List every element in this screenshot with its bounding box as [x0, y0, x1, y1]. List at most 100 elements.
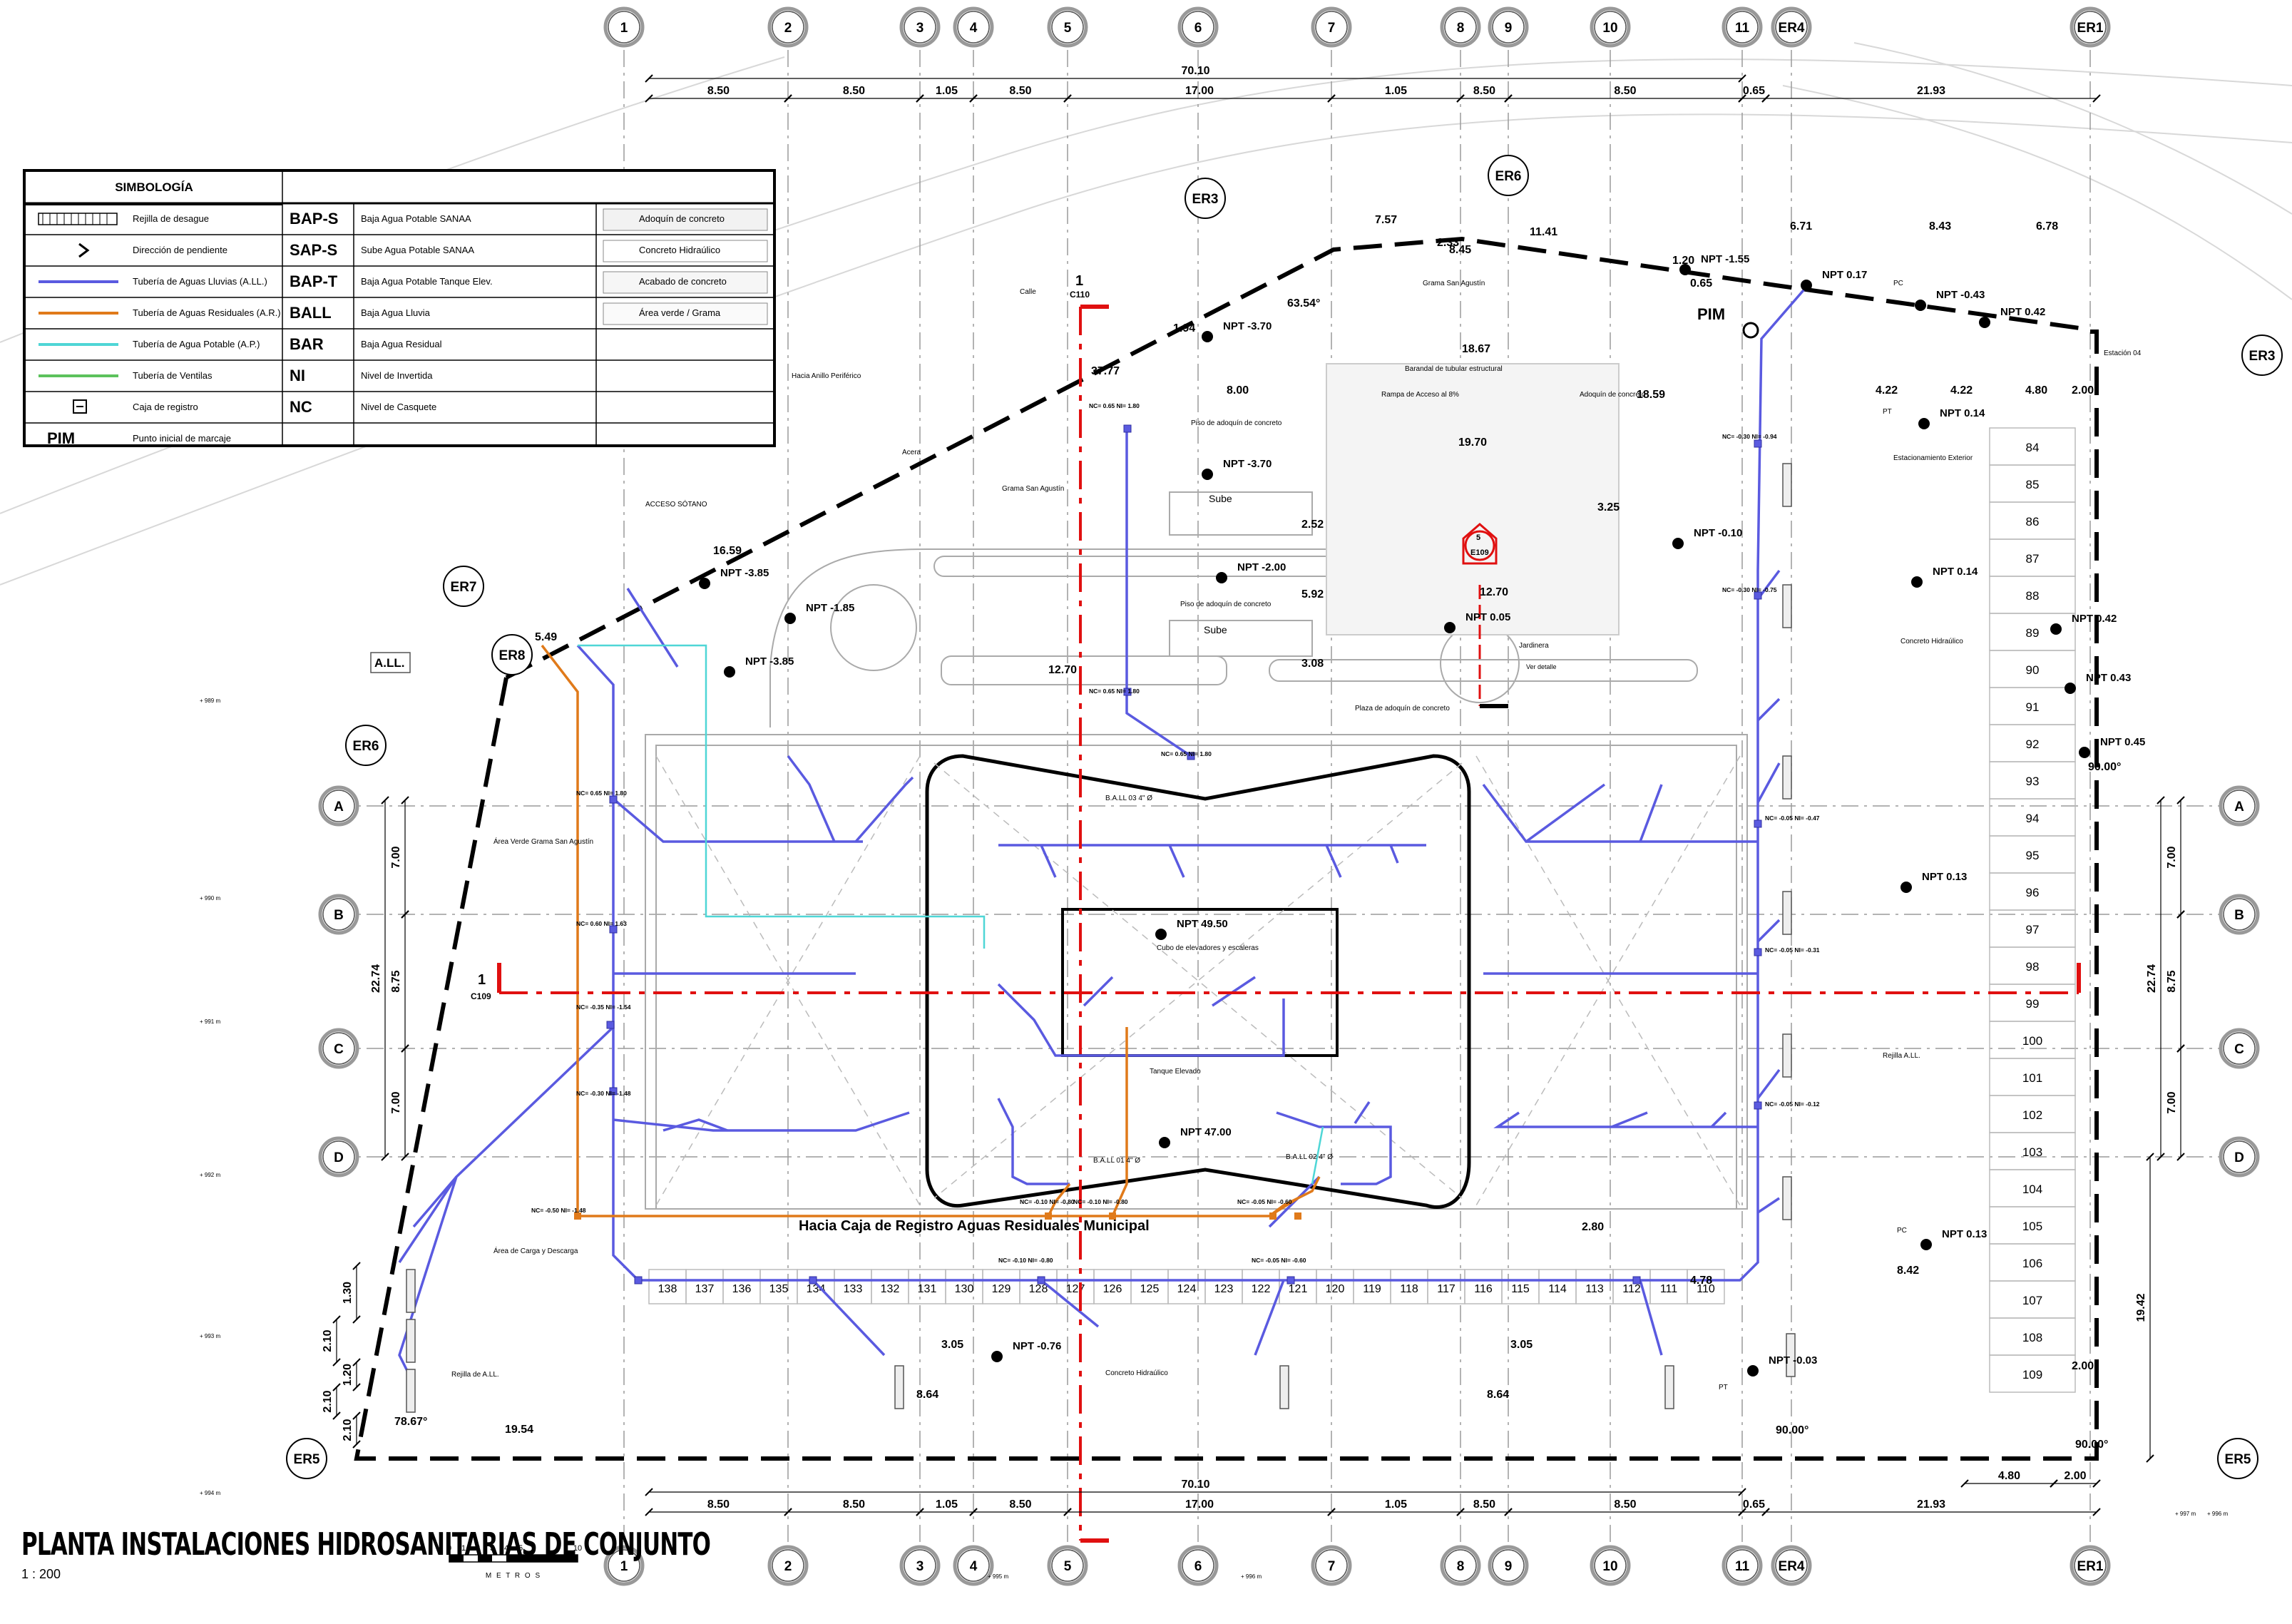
- level-marker-icon: [1444, 622, 1455, 633]
- legend-row-label: Rejilla de desague: [133, 213, 209, 224]
- plan-label: 1.20: [1672, 255, 1694, 267]
- dimension: 7.00: [2166, 1044, 2185, 1161]
- dimension: 22.74: [370, 796, 389, 1161]
- scale-tick: 3: [490, 1544, 494, 1553]
- level-marker-icon: [1155, 929, 1167, 940]
- plan-label: NC= -0.30 NI= -0.94: [1722, 433, 1777, 440]
- plan-label: Concreto Hidraúlico: [1900, 638, 1963, 645]
- parking-stall-number: 92: [2026, 737, 2040, 751]
- plan-label: 6.71: [1790, 220, 1812, 233]
- dimension: 2.10: [322, 1383, 341, 1420]
- plan-label: 8.43: [1929, 220, 1951, 233]
- svg-text:A: A: [334, 800, 344, 814]
- scale-tick: 2: [476, 1544, 480, 1553]
- plan-label: + 990 m: [200, 895, 220, 902]
- svg-text:0.65: 0.65: [1743, 85, 1765, 97]
- dimension: 2.10: [322, 1315, 341, 1367]
- building-outline: [645, 363, 1748, 1210]
- parking-stall-number: 85: [2026, 478, 2040, 491]
- svg-text:22.74: 22.74: [370, 964, 382, 993]
- plan-label: NC= -0.35 NI= -1.54: [576, 1003, 631, 1011]
- grid-bubble-col: 4: [953, 1545, 994, 1586]
- drain-grates: [406, 463, 1796, 1413]
- plan-label: PC: [1897, 1227, 1907, 1235]
- svg-text:ER7: ER7: [451, 580, 477, 595]
- plan-label: 90.00°: [2088, 761, 2121, 773]
- plan-label: NC= -0.05 NI= -0.31: [1765, 946, 1820, 954]
- plan-label: 4.22: [1876, 384, 1898, 397]
- dimension: 8.50: [1504, 85, 1746, 103]
- svg-text:8.50: 8.50: [843, 1498, 865, 1511]
- parking-stall-number: 128: [1029, 1283, 1048, 1295]
- svg-text:7.00: 7.00: [390, 1091, 402, 1113]
- svg-text:1.05: 1.05: [936, 1498, 958, 1511]
- rain-water-pipes: [398, 284, 1809, 1377]
- parking-stall-number: 126: [1103, 1283, 1122, 1295]
- level-marker-icon: [784, 613, 796, 624]
- plan-label: 2.80: [1582, 1221, 1604, 1233]
- svg-text:8: 8: [1457, 1559, 1465, 1574]
- svg-text:8.50: 8.50: [1009, 85, 1031, 97]
- grid-bubble-col: 8: [1440, 1545, 1481, 1586]
- svg-text:0.65: 0.65: [1743, 1498, 1765, 1511]
- svg-text:2.10: 2.10: [342, 1419, 354, 1441]
- legend-row-desc: Sube Agua Potable SANAA: [361, 245, 475, 255]
- parking-stall-number: 104: [2022, 1183, 2042, 1196]
- svg-text:ER5: ER5: [2225, 1452, 2251, 1467]
- plan-label: 8.42: [1897, 1265, 1919, 1277]
- parking-stall-number: 120: [1326, 1283, 1345, 1295]
- parking-stall-number: 96: [2026, 886, 2040, 899]
- plan-label: NPT 0.42: [2072, 613, 2117, 625]
- grid-bubble-row: C: [318, 1028, 359, 1069]
- grid-bubble-col: 11: [1721, 1545, 1763, 1586]
- parking-stall-number: 121: [1289, 1283, 1308, 1295]
- grate-icon: [406, 1369, 416, 1413]
- grate-icon: [38, 213, 118, 225]
- parking-stall-number: 116: [1474, 1283, 1493, 1295]
- legend-row-label: Tubería de Ventilas: [133, 370, 213, 381]
- dimension: 8.50: [1504, 1498, 1746, 1516]
- plan-label: NC= 0.65 NI= 1.80: [1089, 402, 1140, 409]
- svg-text:ER5: ER5: [294, 1452, 320, 1467]
- plan-label: 63.54°: [1287, 297, 1320, 310]
- scale-tick: 5: [518, 1544, 523, 1553]
- plan-label: 1: [478, 972, 486, 988]
- svg-text:8.50: 8.50: [1009, 1498, 1031, 1511]
- plan-label: Rejilla A.LL.: [1883, 1052, 1920, 1060]
- legend-row-symbol-text: PIM: [47, 429, 76, 447]
- plan-label: 3.08: [1301, 658, 1324, 670]
- svg-text:11: 11: [1735, 1559, 1750, 1574]
- grate-icon: [1782, 584, 1792, 628]
- plan-label: + 992 m: [200, 1172, 220, 1178]
- plan-label: 19.54: [505, 1424, 533, 1436]
- legend-row-code: BAP-T: [290, 272, 338, 290]
- pim-marker: PIM: [1697, 305, 1759, 339]
- plan-label: NPT -0.43: [1936, 289, 1985, 301]
- legend-row-desc: Nivel de Casquete: [361, 402, 437, 412]
- plan-label: 90.00°: [2075, 1439, 2108, 1451]
- plan-label: NPT 0.05: [1465, 611, 1510, 623]
- grid-bubble-col: 3: [899, 6, 941, 48]
- drawing-title-block: PLANTA INSTALACIONES HIDROSANITARIAS DE …: [21, 1526, 905, 1589]
- svg-text:17.00: 17.00: [1185, 85, 1214, 97]
- grid-bubble-col: 11: [1721, 6, 1763, 48]
- parking-stall-number: 124: [1177, 1283, 1197, 1295]
- parking-stall-number: 93: [2026, 775, 2040, 788]
- drawing-scale: 1 : 200: [21, 1567, 61, 1581]
- svg-text:10: 10: [1602, 21, 1617, 36]
- plan-label: NPT -3.70: [1223, 320, 1272, 332]
- level-marker-icon: [699, 578, 710, 589]
- plan-label: 3.05: [941, 1339, 963, 1351]
- grid-bubble-col: 8: [1440, 6, 1481, 48]
- level-marker-icon: [2079, 747, 2090, 758]
- svg-text:8.50: 8.50: [707, 1498, 730, 1511]
- plan-label: 5: [1476, 533, 1480, 542]
- svg-text:4.80: 4.80: [1998, 1470, 2020, 1482]
- plan-label: NC= -0.10 NI= -0.80: [1073, 1198, 1128, 1205]
- grid-bubble-col: ER1: [2070, 6, 2111, 48]
- level-marker-icon: [1672, 538, 1684, 549]
- grid-bubble-row: C: [2219, 1028, 2260, 1069]
- plan-label: 1.94: [1173, 322, 1195, 334]
- svg-text:D: D: [334, 1150, 344, 1165]
- svg-text:21.93: 21.93: [1917, 85, 1945, 97]
